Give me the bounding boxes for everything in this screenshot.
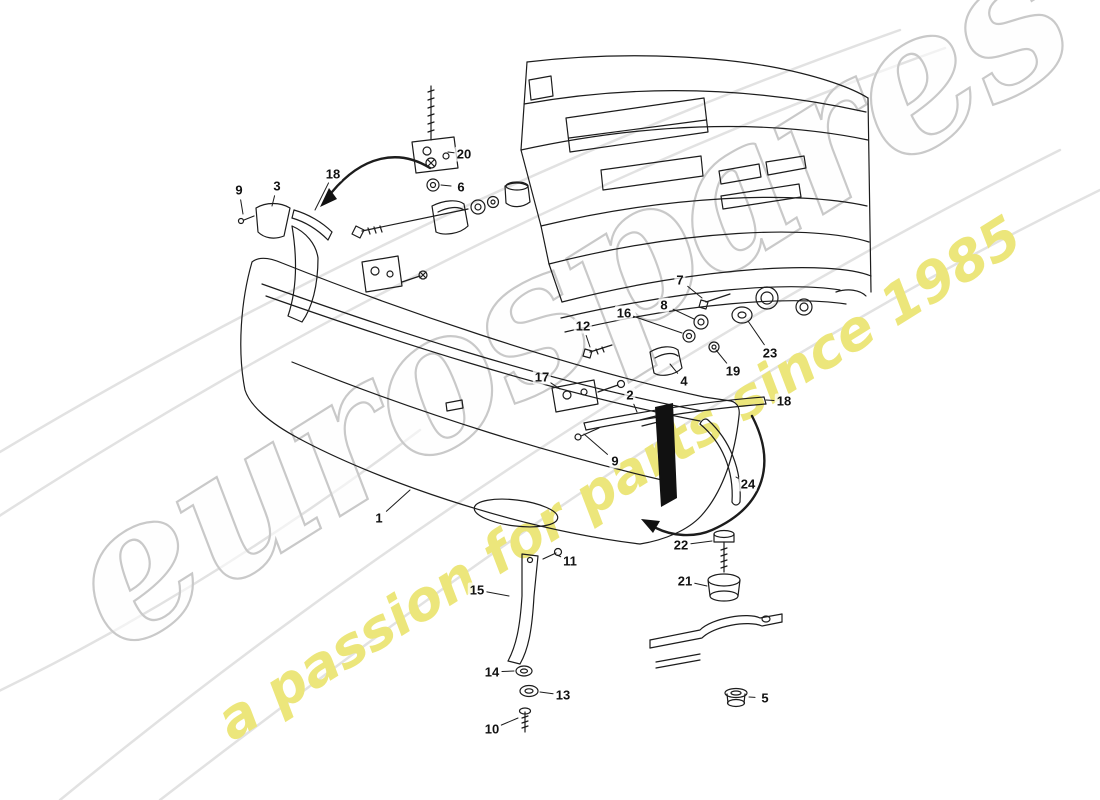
leader-line [632,315,683,334]
screw [542,552,557,560]
swoosh-curve [58,148,1062,800]
leader-line [583,433,608,455]
nut [426,178,440,192]
right-fastener-cluster [551,293,753,413]
washer [693,314,709,330]
bolt-buffer-assembly [351,181,531,293]
leader-line [669,363,679,374]
swoosh-curve [0,28,902,454]
rubber-buffer [707,573,741,587]
leader-line [747,320,765,346]
bumper-shell [240,257,740,545]
leader-line [385,489,411,512]
trunk-lid [565,97,709,153]
leader-line [271,195,276,207]
cap-grommet [504,182,531,208]
end-cap-cluster [237,202,333,323]
bumper-outline [240,257,740,545]
leader-line [694,582,708,587]
bolt [589,344,613,353]
leader-line [672,308,695,320]
curved-arrow [654,414,766,537]
exhaust-port [795,298,813,316]
leader-line [447,151,455,154]
leader-line [556,554,562,558]
mount-bracket [411,136,459,174]
bumper-molding-line [265,295,701,422]
black-trim-wedge [655,403,677,507]
washer [470,199,486,215]
leader-line [501,670,515,673]
washer [708,341,720,353]
leader-line [690,540,713,545]
leader-line [585,334,591,348]
rubber-buffer [431,200,469,235]
leader-line [539,691,554,695]
molding-strip-assembly [574,396,767,506]
leader-line [687,285,703,299]
swoosh-curve [0,46,947,517]
curved-arrow [330,156,432,194]
side-screw [243,215,255,221]
leader-line [715,349,728,364]
bolt [705,293,731,303]
curved-trim-strip [699,423,733,503]
bolt-head [713,529,735,539]
small-plate [361,255,403,293]
end-cap-fin [255,202,291,239]
rubber-buffer [649,346,683,376]
lower-bracket [649,613,783,641]
bracket [551,379,599,413]
leader-line [549,382,561,390]
swoosh-curve [0,428,422,692]
long-bolt [361,208,469,232]
leader-line [240,199,244,215]
leader-line [500,717,519,726]
washer [519,684,539,698]
watermark-swoosh-group [0,28,1100,800]
leader-line [440,184,452,187]
swoosh-curve [158,188,1100,800]
leader-line [314,182,330,211]
leader-line [486,591,510,597]
washer [486,195,500,209]
bumper-stay-cluster [507,547,563,733]
license-plate-recess [473,498,559,528]
leader-line [633,403,638,413]
grommet [731,306,753,324]
bumper-molding-line [261,283,703,412]
molding-strip-piece [293,209,333,233]
upper-bracket-cluster [411,85,459,192]
screw [580,427,600,437]
leader-line-group [240,151,775,726]
washer [515,665,533,677]
bumper-stay [507,553,539,665]
arrowhead [320,188,337,207]
arrowhead [641,519,660,533]
lower-mount-cluster [649,529,783,708]
grommet [724,687,748,699]
car-body-section [520,55,872,333]
washer [682,329,696,343]
